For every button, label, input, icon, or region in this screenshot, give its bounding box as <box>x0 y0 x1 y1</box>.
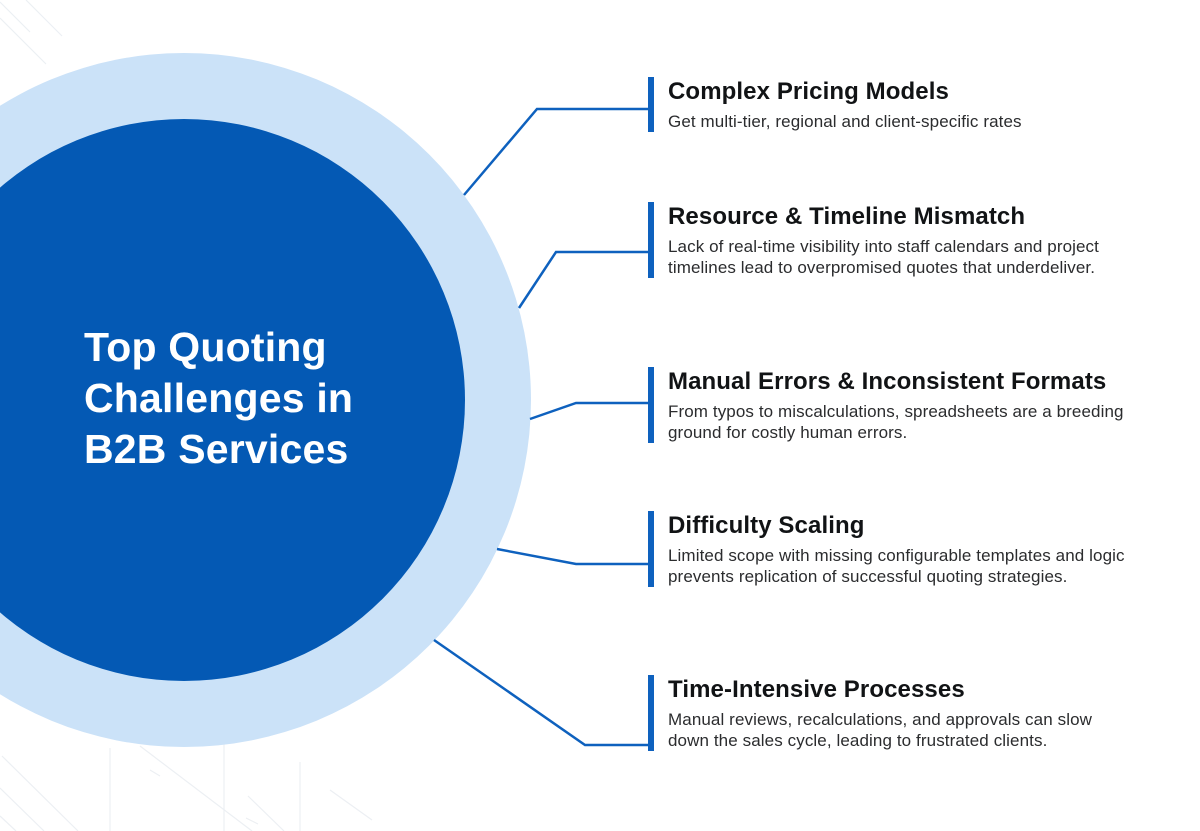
main-title: Top Quoting Challenges in B2B Services <box>84 322 353 475</box>
challenge-title-3: Manual Errors & Inconsistent Formats <box>668 368 1107 395</box>
challenge-description-4: Limited scope with missing configurable … <box>668 546 1125 586</box>
main-title-line-3: B2B Services <box>84 426 349 472</box>
connector-line-2 <box>517 250 650 309</box>
challenge-item-3: Manual Errors & Inconsistent Formats Fro… <box>648 367 1130 443</box>
main-title-line-2: Challenges in <box>84 375 354 421</box>
challenge-title-4: Difficulty Scaling <box>668 512 865 539</box>
challenge-description-3: From typos to miscalculations, spreadshe… <box>668 402 1124 442</box>
challenge-item-2: Resource & Timeline Mismatch Lack of rea… <box>648 202 1130 278</box>
connector-line-1 <box>463 107 650 196</box>
accent-bar-5 <box>648 675 654 751</box>
connector-line-5 <box>433 638 650 747</box>
challenge-description-1: Get multi-tier, regional and client-spec… <box>668 112 1022 131</box>
connector-line-3 <box>529 401 650 421</box>
connector-line-4 <box>496 547 650 566</box>
accent-bar-4 <box>648 511 654 587</box>
accent-bar-3 <box>648 367 654 443</box>
challenge-item-1: Complex Pricing Models Get multi-tier, r… <box>648 77 1130 132</box>
challenge-item-4: Difficulty Scaling Limited scope with mi… <box>648 511 1130 587</box>
challenge-title-5: Time-Intensive Processes <box>668 676 965 703</box>
challenge-title-2: Resource & Timeline Mismatch <box>668 203 1026 230</box>
challenge-title-1: Complex Pricing Models <box>668 78 949 105</box>
challenge-item-5: Time-Intensive Processes Manual reviews,… <box>648 675 1130 751</box>
accent-bar-1 <box>648 77 654 132</box>
main-title-line-1: Top Quoting <box>84 324 327 370</box>
challenge-description-5: Manual reviews, recalculations, and appr… <box>668 710 1092 750</box>
challenge-description-2: Lack of real-time visibility into staff … <box>668 237 1099 277</box>
accent-bar-2 <box>648 202 654 278</box>
